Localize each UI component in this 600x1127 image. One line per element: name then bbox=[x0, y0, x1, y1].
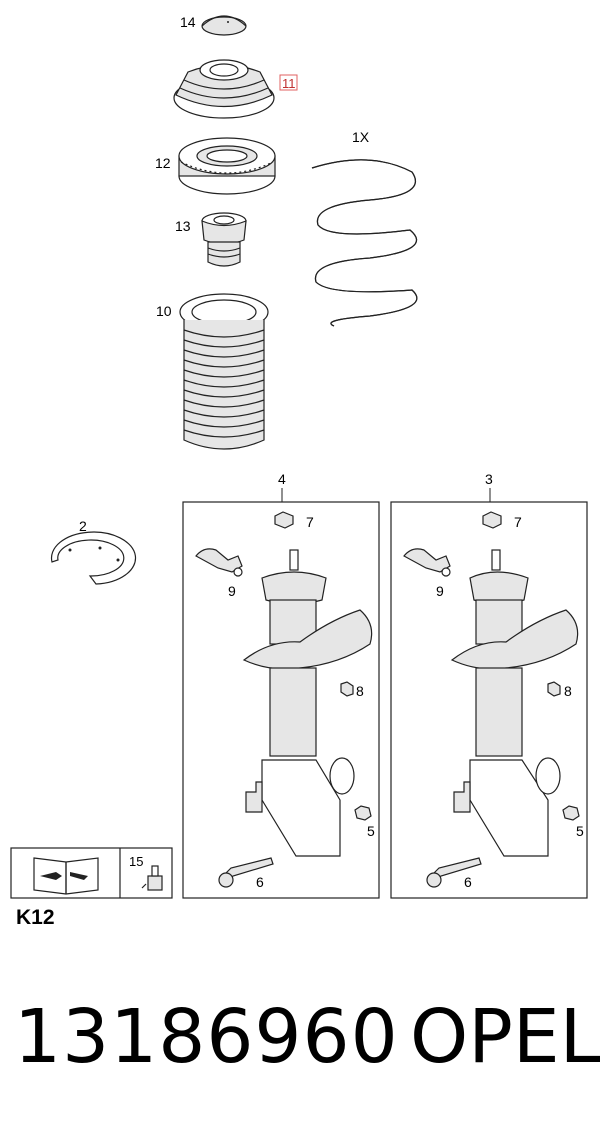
label-10[interactable]: 10 bbox=[156, 303, 172, 319]
label-6-strut3[interactable]: 6 bbox=[464, 874, 472, 890]
strut-4-drawing bbox=[195, 511, 373, 888]
repair-manual-icon[interactable] bbox=[33, 857, 99, 895]
label-9-strut4[interactable]: 9 bbox=[228, 583, 236, 599]
part-10-dust-boot bbox=[179, 293, 269, 450]
strut-assembly-4-box bbox=[182, 488, 380, 899]
part-12-bearing bbox=[178, 137, 276, 195]
part-2-spring-seat bbox=[50, 531, 137, 585]
part-15-sensor-icon bbox=[141, 865, 163, 891]
part-number: 13186960 bbox=[14, 994, 399, 1080]
label-9-strut3[interactable]: 9 bbox=[436, 583, 444, 599]
part-13-bump-stop bbox=[201, 212, 247, 267]
strut-assembly-3-box bbox=[390, 488, 588, 899]
brand-name: OPEL bbox=[410, 994, 600, 1080]
label-6-strut4[interactable]: 6 bbox=[256, 874, 264, 890]
label-7-strut4[interactable]: 7 bbox=[306, 514, 314, 530]
label-4[interactable]: 4 bbox=[278, 471, 286, 487]
label-5-strut4[interactable]: 5 bbox=[367, 823, 375, 839]
part-11-strut-mount bbox=[173, 59, 275, 119]
strut-3-drawing bbox=[403, 511, 580, 888]
label-5-strut3[interactable]: 5 bbox=[576, 823, 584, 839]
legend-box bbox=[10, 847, 173, 899]
label-14[interactable]: 14 bbox=[180, 14, 196, 30]
label-7-strut3[interactable]: 7 bbox=[514, 514, 522, 530]
group-code: K12 bbox=[16, 906, 55, 929]
label-1x[interactable]: 1X bbox=[352, 129, 370, 145]
label-15[interactable]: 15 bbox=[129, 854, 143, 869]
label-2[interactable]: 2 bbox=[79, 518, 87, 534]
highlight-box bbox=[279, 74, 298, 91]
label-8-strut4[interactable]: 8 bbox=[356, 683, 364, 699]
label-13[interactable]: 13 bbox=[175, 218, 191, 234]
label-3[interactable]: 3 bbox=[485, 471, 493, 487]
label-8-strut3[interactable]: 8 bbox=[564, 683, 572, 699]
label-12[interactable]: 12 bbox=[155, 155, 171, 171]
label-11[interactable]: 11 bbox=[282, 76, 296, 91]
part-1x-coil-spring bbox=[311, 159, 418, 327]
part-14-cap bbox=[201, 15, 247, 36]
